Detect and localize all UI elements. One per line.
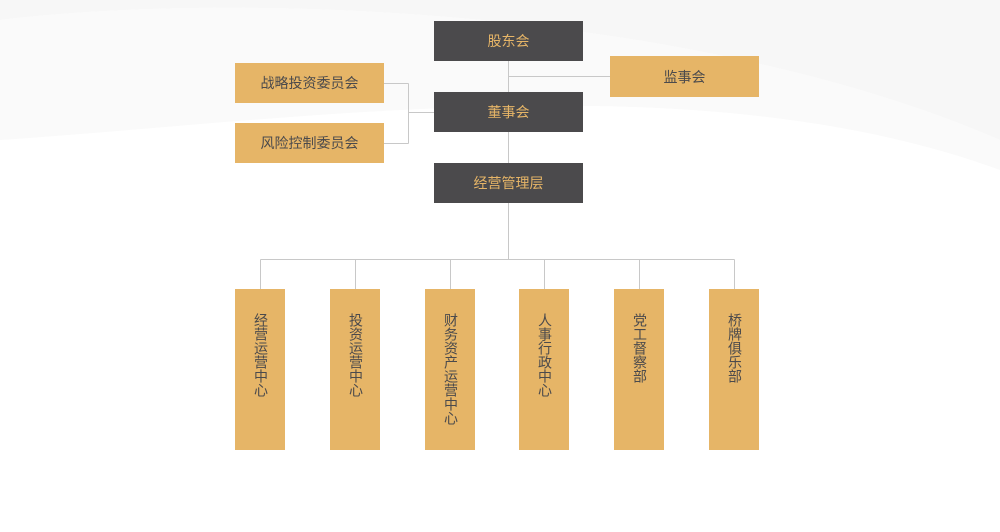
board-label: 董事会 bbox=[487, 105, 530, 121]
department-box-6: 桥牌俱乐部 bbox=[709, 289, 759, 450]
department-label-6: 桥牌俱乐部 bbox=[726, 313, 742, 383]
department-box-5: 党工督察部 bbox=[614, 289, 664, 450]
department-box-2: 投资运营中心 bbox=[330, 289, 380, 450]
risk-committee-box: 风险控制委员会 bbox=[235, 123, 384, 163]
strategy-committee-label: 战略投资委员会 bbox=[260, 76, 359, 92]
strategy-committee-box: 战略投资委员会 bbox=[235, 63, 384, 103]
risk-committee-label: 风险控制委员会 bbox=[260, 136, 359, 152]
department-label-5: 党工督察部 bbox=[631, 313, 647, 383]
department-box-4: 人事行政中心 bbox=[519, 289, 569, 450]
board-box: 董事会 bbox=[434, 92, 583, 132]
department-box-3: 财务资产运营中心 bbox=[425, 289, 475, 450]
supervisors-label: 监事会 bbox=[663, 69, 706, 86]
department-box-1: 经营运营中心 bbox=[235, 289, 285, 450]
shareholders-label: 股东会 bbox=[487, 34, 530, 50]
department-label-3: 财务资产运营中心 bbox=[442, 313, 458, 425]
department-label-4: 人事行政中心 bbox=[536, 313, 552, 397]
shareholders-box: 股东会 bbox=[434, 21, 583, 61]
supervisors-box: 监事会 bbox=[610, 56, 759, 97]
department-label-2: 投资运营中心 bbox=[347, 313, 363, 397]
department-label-1: 经营运营中心 bbox=[252, 313, 268, 397]
management-box: 经营管理层 bbox=[434, 163, 583, 203]
management-label: 经营管理层 bbox=[473, 176, 544, 192]
